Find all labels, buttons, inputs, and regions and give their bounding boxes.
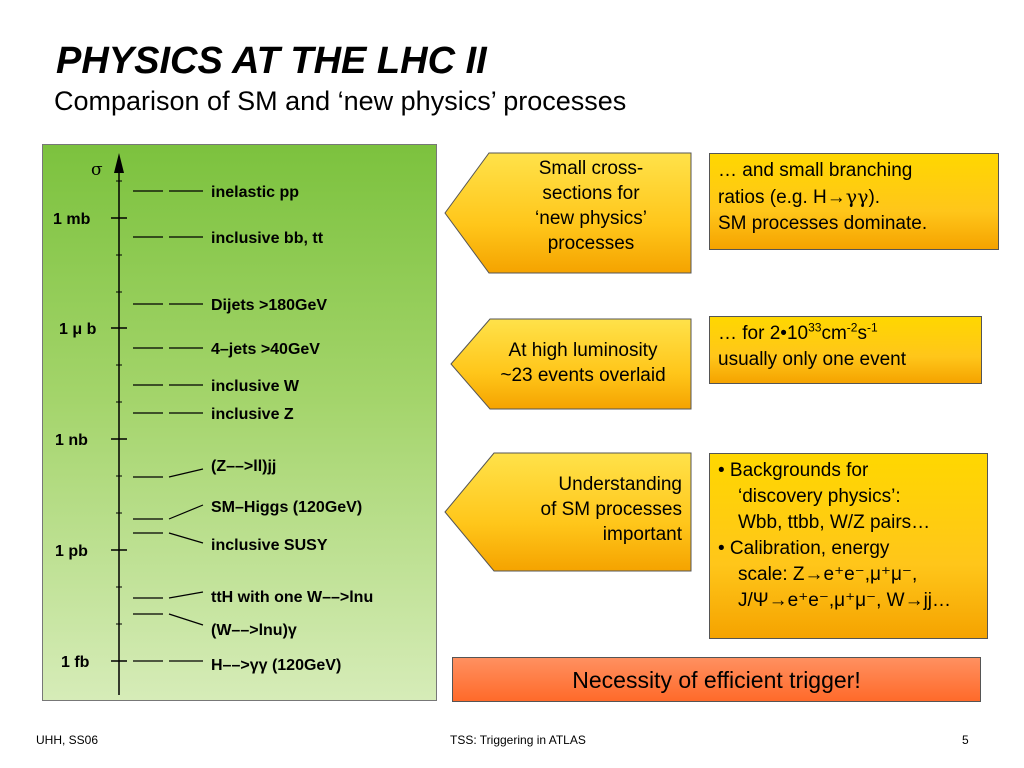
branching-ratio-box: … and small branching ratios (e.g. H→γγ)… bbox=[709, 153, 999, 250]
axis-label-1ub: 1 μ b bbox=[59, 321, 97, 338]
trigger-banner: Necessity of efficient trigger! bbox=[452, 657, 981, 702]
footer-center: TSS: Triggering in ATLAS bbox=[450, 733, 586, 747]
process-label: (W––>lnu)γ bbox=[211, 622, 297, 639]
process-label: inclusive Z bbox=[211, 406, 294, 423]
arrow-right-icon: → bbox=[826, 187, 846, 208]
callout-arrow-shape bbox=[444, 452, 692, 572]
process-label: SM–Higgs (120GeV) bbox=[211, 499, 362, 516]
axis-label-1nb: 1 nb bbox=[55, 432, 88, 449]
process-label: inclusive W bbox=[211, 378, 300, 395]
callout-small-cross-sections: Small cross- sections for ‘new physics’ … bbox=[535, 158, 647, 254]
cross-section-panel: σ 1 mb 1 μ b 1 nb 1 pb 1 fb bbox=[42, 144, 437, 701]
process-label: Dijets >180GeV bbox=[211, 297, 327, 314]
slide-subtitle: Comparison of SM and ‘new physics’ proce… bbox=[54, 86, 627, 116]
backgrounds-box: • Backgrounds for ‘discovery physics’: W… bbox=[709, 453, 988, 639]
process-label: ttH with one W––>lnu bbox=[211, 589, 373, 606]
footer-left: UHH, SS06 bbox=[36, 733, 99, 747]
callout-high-luminosity: At high luminosity ~23 events overlaid bbox=[500, 340, 666, 386]
axis-arrow bbox=[114, 153, 124, 173]
axis-label-1mb: 1 mb bbox=[53, 211, 91, 228]
axis-symbol: σ bbox=[91, 160, 103, 180]
process-label: 4–jets >40GeV bbox=[211, 341, 320, 358]
process-label: H––>γγ (120GeV) bbox=[211, 657, 341, 674]
slide-number: 5 bbox=[962, 733, 969, 747]
callout-understanding-sm: Understanding of SM processes important bbox=[540, 474, 683, 545]
process-label: inclusive bb, tt bbox=[211, 230, 324, 247]
process-label: (Z––>ll)jj bbox=[211, 458, 276, 475]
process-label: inclusive SUSY bbox=[211, 537, 328, 554]
axis-label-1pb: 1 pb bbox=[55, 543, 88, 560]
callout-arrow-shape bbox=[450, 318, 692, 410]
axis-label-1fb: 1 fb bbox=[61, 654, 90, 671]
cross-section-axis: σ 1 mb 1 μ b 1 nb 1 pb 1 fb bbox=[53, 153, 373, 695]
luminosity-box: … for 2•1033cm-2s-1 usually only one eve… bbox=[709, 316, 982, 384]
callout-arrow-shape bbox=[444, 152, 692, 274]
process-label: inelastic pp bbox=[211, 184, 299, 201]
slide-title: PHYSICS AT THE LHC II bbox=[56, 40, 487, 82]
